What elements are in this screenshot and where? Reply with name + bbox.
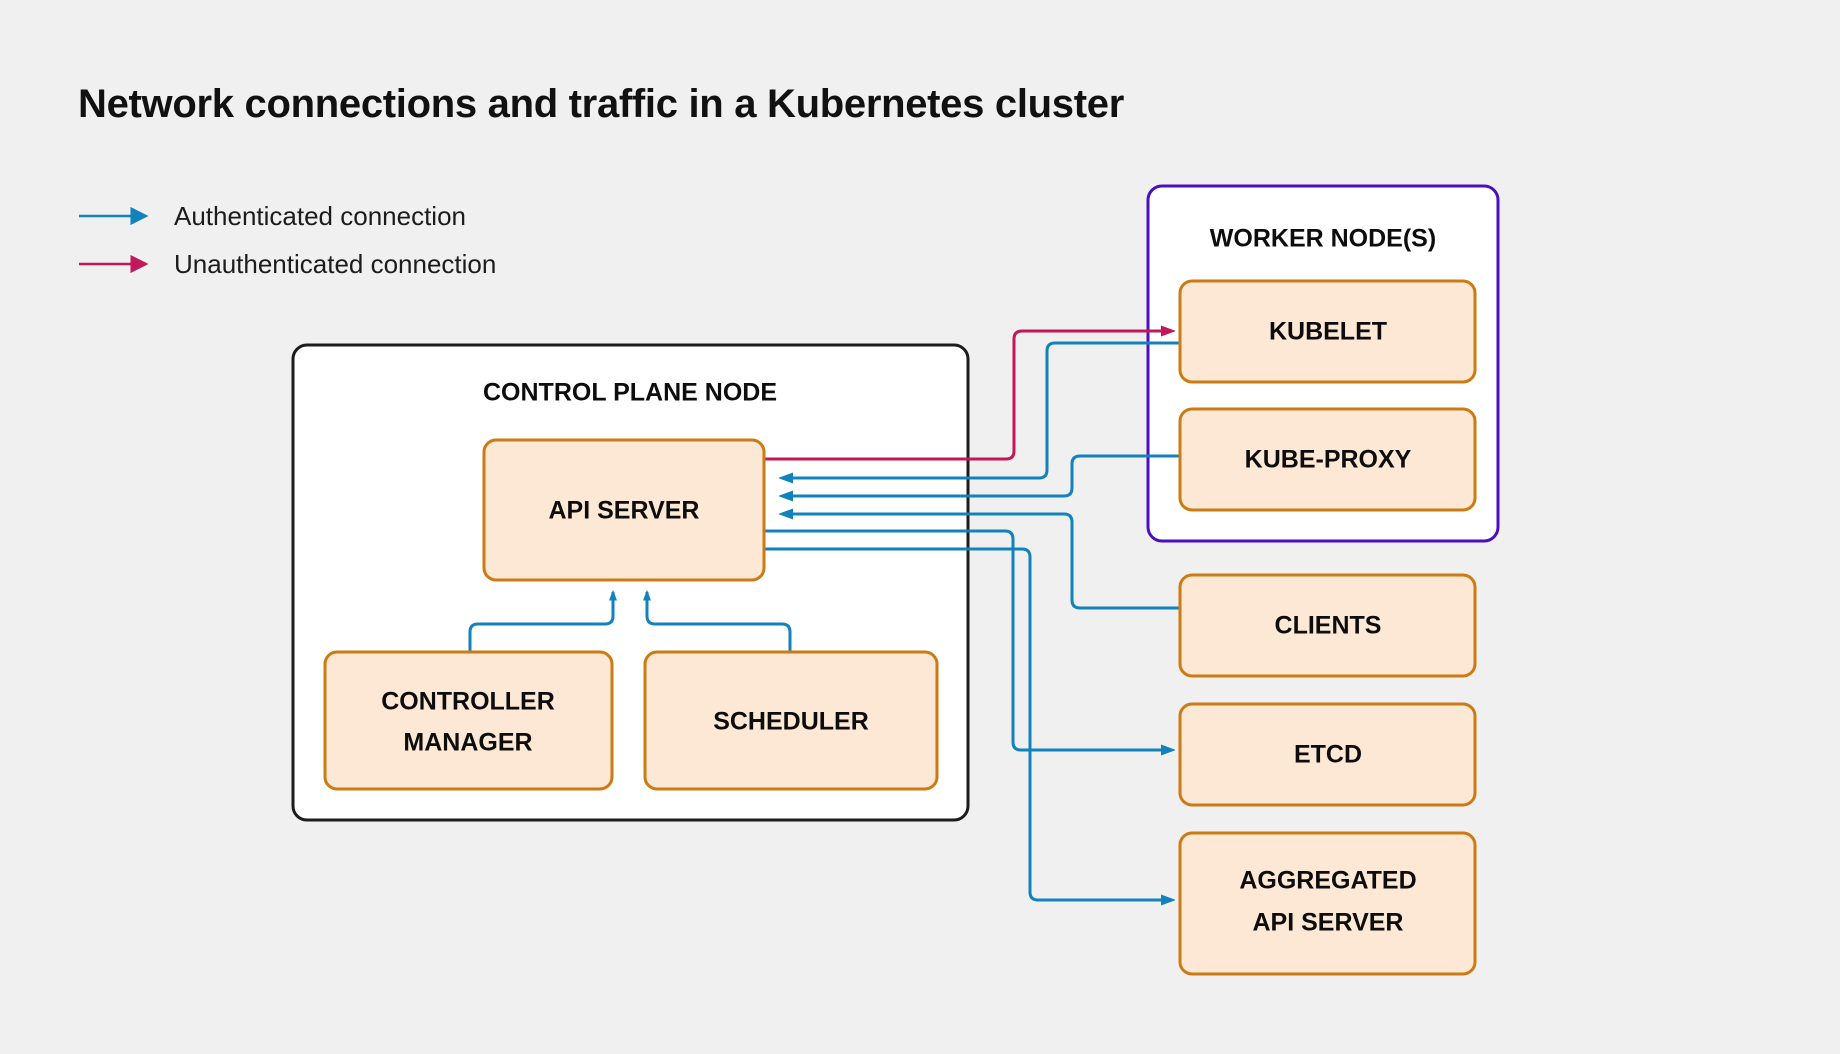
worker-node-label: WORKER NODE(S) (1210, 225, 1436, 253)
node-etcd[interactable]: ETCD (1178, 702, 1477, 807)
legend: Authenticated connection Unauthenticated… (78, 192, 496, 288)
api-server-box[interactable] (482, 438, 766, 582)
legend-label-unauthenticated: Unauthenticated connection (174, 248, 497, 279)
connection-controller-manager-to-api-server (468, 592, 613, 652)
connection-api-server-to-kubelet (764, 331, 1172, 461)
node-api-server[interactable]: API SERVER (482, 438, 766, 582)
kube-proxy-label: KUBE-PROXY (1245, 446, 1412, 474)
controller-manager-label-line2: MANAGER (403, 729, 532, 757)
controller-manager-label-line1: CONTROLLER (381, 688, 555, 716)
api-server-label: API SERVER (549, 497, 700, 525)
clients-label: CLIENTS (1275, 612, 1382, 640)
node-kube-proxy[interactable]: KUBE-PROXY (1178, 407, 1477, 512)
kubelet-box[interactable] (1178, 279, 1477, 384)
page-title: Network connections and traffic in a Kub… (78, 82, 1124, 126)
node-kubelet[interactable]: KUBELET (1178, 279, 1477, 384)
kube-proxy-box[interactable] (1178, 407, 1477, 512)
scheduler-label: SCHEDULER (713, 708, 869, 736)
legend-label-authenticated: Authenticated connection (174, 200, 466, 231)
node-controller-manager[interactable]: CONTROLLER MANAGER (323, 650, 614, 791)
controller-manager-box[interactable] (323, 650, 614, 791)
scheduler-box[interactable] (643, 650, 939, 791)
node-scheduler[interactable]: SCHEDULER (643, 650, 939, 791)
unauthenticated-arrow-icon (79, 254, 149, 274)
etcd-box[interactable] (1178, 702, 1477, 807)
node-clients[interactable]: CLIENTS (1178, 573, 1477, 678)
connection-layer (468, 331, 1180, 900)
connection-clients-to-api-server (782, 514, 1180, 610)
connection-api-server-to-etcd (764, 529, 1172, 750)
legend-item-authenticated: Authenticated connection (78, 192, 496, 240)
authenticated-arrow-icon (79, 206, 149, 226)
etcd-label: ETCD (1294, 741, 1362, 769)
connection-kube-proxy-to-api-server (782, 454, 1180, 496)
kubelet-label: KUBELET (1269, 318, 1387, 346)
connection-scheduler-to-api-server (647, 592, 792, 652)
connection-api-server-to-aggregated-api-server (764, 547, 1172, 900)
clients-box[interactable] (1178, 573, 1477, 678)
aggregated-api-server-label-line1: AGGREGATED (1239, 867, 1416, 895)
control-plane-node-label: CONTROL PLANE NODE (483, 379, 777, 407)
aggregated-api-server-label-line2: API SERVER (1253, 909, 1404, 937)
connection-kubelet-to-api-server (782, 341, 1180, 478)
legend-item-unauthenticated: Unauthenticated connection (78, 240, 496, 288)
aggregated-api-server-box[interactable] (1178, 831, 1477, 976)
node-aggregated-api-server[interactable]: AGGREGATED API SERVER (1178, 831, 1477, 976)
